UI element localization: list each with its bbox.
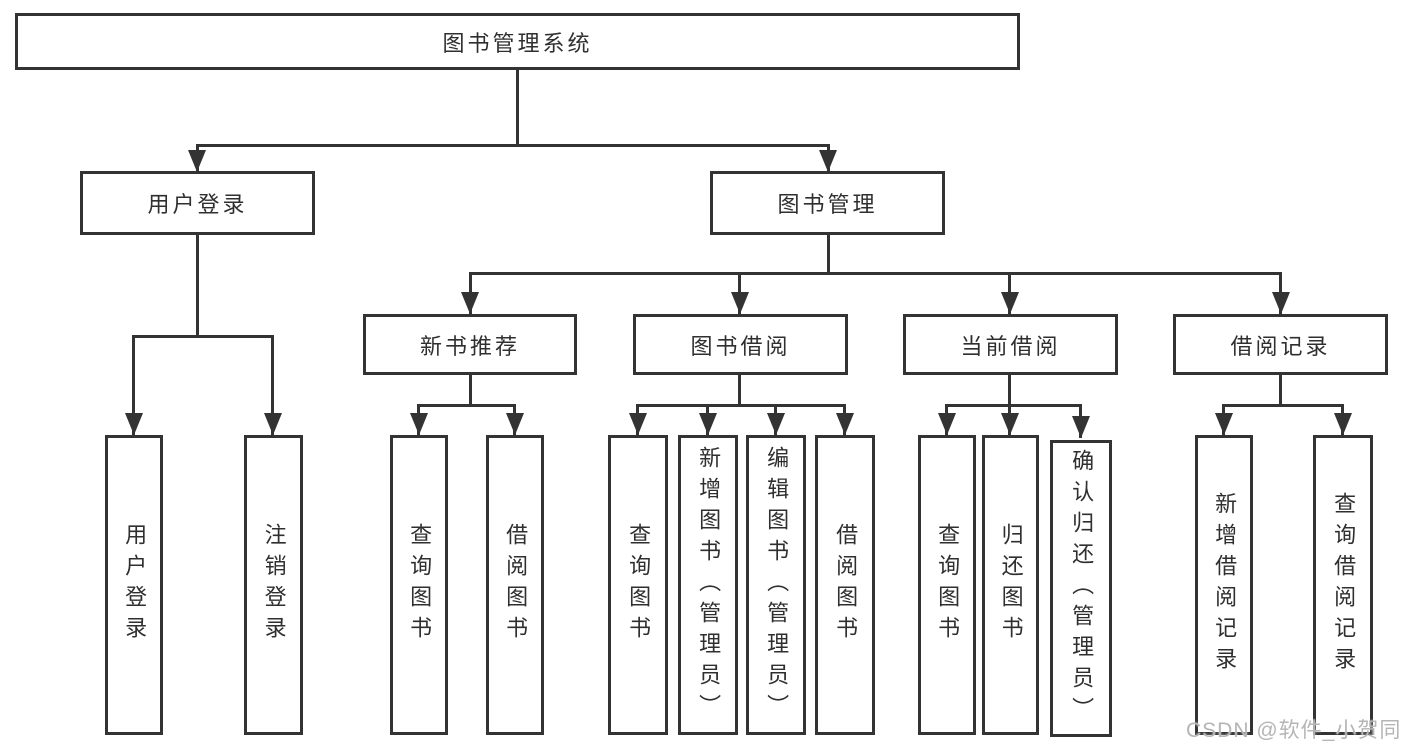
connector-line <box>469 375 472 407</box>
arrowhead-icon <box>1072 416 1090 438</box>
leaf-add-book-admin: 新增图书（管理员） <box>678 435 738 735</box>
node-book-borrow-label: 图书借阅 <box>690 333 791 359</box>
arrowhead-icon <box>1001 413 1019 435</box>
arrowhead-icon <box>188 150 206 172</box>
leaf-query-books-recommend-label: 查询图书 <box>407 523 433 647</box>
leaf-query-books-current-label: 查询图书 <box>935 523 961 647</box>
arrowhead-icon <box>938 413 956 435</box>
node-new-book-recommend: 新书推荐 <box>363 314 577 375</box>
leaf-add-borrow-record-label: 新增借阅记录 <box>1212 492 1238 678</box>
node-book-management-label: 图书管理 <box>777 192 878 217</box>
connector-line <box>271 335 274 435</box>
arrowhead-icon <box>731 292 749 314</box>
leaf-edit-book-admin-label: 编辑图书（管理员） <box>764 445 790 725</box>
node-borrow-records-label: 借阅记录 <box>1230 333 1331 359</box>
leaf-edit-book-admin: 编辑图书（管理员） <box>746 435 806 735</box>
connector-line <box>827 235 830 275</box>
node-user-login: 用户登录 <box>80 171 315 235</box>
leaf-add-borrow-record: 新增借阅记录 <box>1195 435 1253 735</box>
leaf-query-books-recommend: 查询图书 <box>390 435 448 735</box>
connector-line <box>636 404 846 407</box>
leaf-borrow-books-label: 借阅图书 <box>833 523 859 647</box>
connector-line <box>516 70 519 146</box>
leaf-confirm-return-admin: 确认归还（管理员） <box>1050 440 1112 737</box>
arrowhead-icon <box>461 292 479 314</box>
leaf-query-borrow-record-label: 查询借阅记录 <box>1331 492 1357 678</box>
leaf-logout-label: 注销登录 <box>261 523 287 647</box>
node-borrow-records: 借阅记录 <box>1173 314 1388 375</box>
node-new-book-recommend-label: 新书推荐 <box>419 333 520 359</box>
connector-line <box>132 335 135 435</box>
arrowhead-icon <box>1272 292 1290 314</box>
leaf-query-borrow-record: 查询借阅记录 <box>1313 435 1373 735</box>
leaf-add-book-admin-label: 新增图书（管理员） <box>696 445 722 725</box>
connector-line <box>469 272 1282 275</box>
node-book-borrow: 图书借阅 <box>633 314 848 375</box>
leaf-user-login: 用户登录 <box>105 435 163 735</box>
connector-line <box>738 375 741 407</box>
leaf-user-login-label: 用户登录 <box>122 523 148 647</box>
arrowhead-icon <box>819 150 837 172</box>
leaf-confirm-return-admin-label: 确认归还（管理员） <box>1069 449 1095 728</box>
leaf-query-books-borrow-label: 查询图书 <box>626 523 652 647</box>
leaf-borrow-books-recommend: 借阅图书 <box>486 435 544 735</box>
connector-line <box>1008 375 1011 407</box>
leaf-return-books: 归还图书 <box>982 435 1039 735</box>
arrowhead-icon <box>506 413 524 435</box>
arrowhead-icon <box>699 413 717 435</box>
node-root: 图书管理系统 <box>15 13 1020 70</box>
connector-line <box>1279 375 1282 407</box>
node-current-borrow: 当前借阅 <box>903 314 1118 375</box>
connector-line <box>1222 404 1344 407</box>
leaf-borrow-books: 借阅图书 <box>815 435 875 735</box>
arrowhead-icon <box>767 413 785 435</box>
arrowhead-icon <box>629 413 647 435</box>
node-current-borrow-label: 当前借阅 <box>960 333 1061 359</box>
connector-line <box>196 144 830 147</box>
leaf-borrow-books-recommend-label: 借阅图书 <box>503 523 529 647</box>
connector-line <box>132 335 274 338</box>
leaf-query-books-current: 查询图书 <box>918 435 976 735</box>
leaf-return-books-label: 归还图书 <box>998 523 1024 647</box>
node-user-login-label: 用户登录 <box>147 192 248 217</box>
arrowhead-icon <box>125 413 143 435</box>
csdn-watermark: CSDN @软件_小贺同学 <box>1186 719 1402 742</box>
arrowhead-icon <box>1334 413 1352 435</box>
arrowhead-icon <box>1001 292 1019 314</box>
node-root-label: 图书管理系统 <box>442 30 593 56</box>
leaf-query-books-borrow: 查询图书 <box>608 435 668 735</box>
connector-line <box>945 404 1082 407</box>
arrowhead-icon <box>264 413 282 435</box>
arrowhead-icon <box>1215 413 1233 435</box>
arrowhead-icon <box>410 413 428 435</box>
leaf-logout: 注销登录 <box>244 435 303 735</box>
connector-line <box>196 235 199 337</box>
arrowhead-icon <box>836 413 854 435</box>
node-book-management: 图书管理 <box>710 171 945 235</box>
connector-line <box>417 404 516 407</box>
